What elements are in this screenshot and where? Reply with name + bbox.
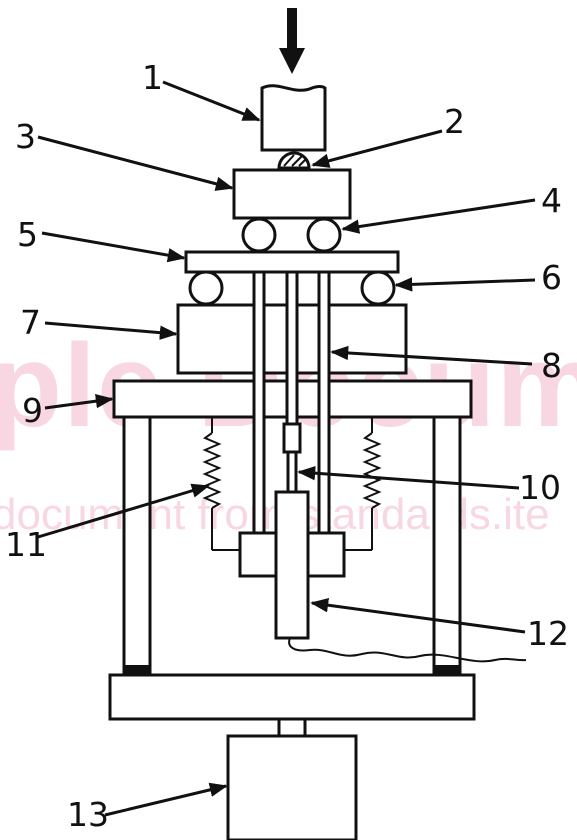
leader-line-2: [311, 129, 443, 168]
upper-block: [232, 168, 352, 220]
leader-line-1: [162, 80, 261, 122]
coupling: [282, 422, 302, 454]
loading-rod: [260, 84, 327, 152]
rod-right: [317, 270, 331, 536]
loading-ball: [277, 151, 311, 170]
load-arrow-icon: [279, 8, 305, 74]
callout-11: 11: [5, 525, 47, 564]
leader-line-12: [310, 598, 526, 634]
callout-7: 7: [20, 303, 41, 342]
beam-plate: [184, 250, 400, 274]
spring-left: [202, 417, 240, 551]
callout-8: 8: [541, 346, 562, 385]
leader-line-13: [104, 782, 228, 817]
callout-6: 6: [541, 258, 562, 297]
callout-13: 13: [67, 795, 109, 834]
callout-5: 5: [17, 215, 38, 254]
mount-block-right: [304, 531, 346, 578]
callout-10: 10: [519, 468, 561, 507]
upper-roller-left: [241, 217, 277, 253]
actuator-block: [226, 734, 358, 840]
transducer-cable: [288, 637, 527, 663]
upper-roller-right: [306, 217, 342, 253]
lower-roller-left: [188, 270, 224, 306]
leader-line-5: [41, 231, 186, 263]
callout-9: 9: [22, 391, 43, 430]
callout-12: 12: [527, 614, 569, 653]
leader-line-8: [330, 345, 533, 366]
spring-right: [344, 417, 382, 551]
leader-line-11: [37, 483, 210, 539]
transducer: [274, 490, 310, 640]
callout-4: 4: [541, 181, 562, 220]
leader-line-3: [37, 135, 234, 191]
lower-roller-right: [360, 270, 396, 306]
mount-block-left: [238, 531, 280, 578]
leader-line-9: [44, 394, 114, 410]
frame-column-right: [432, 415, 462, 677]
callout-1: 1: [142, 58, 163, 97]
leader-line-6: [394, 277, 536, 292]
base-plate: [108, 673, 476, 721]
leader-line-10: [297, 465, 520, 490]
rod-left: [252, 270, 266, 536]
callout-3: 3: [15, 117, 36, 156]
leader-line-7: [44, 321, 178, 340]
leader-line-4: [341, 198, 536, 234]
rod-center: [285, 270, 299, 426]
base-stem: [277, 717, 307, 738]
frame-column-left: [122, 415, 152, 677]
callout-2: 2: [444, 102, 465, 141]
coupling-rod: [286, 450, 298, 494]
